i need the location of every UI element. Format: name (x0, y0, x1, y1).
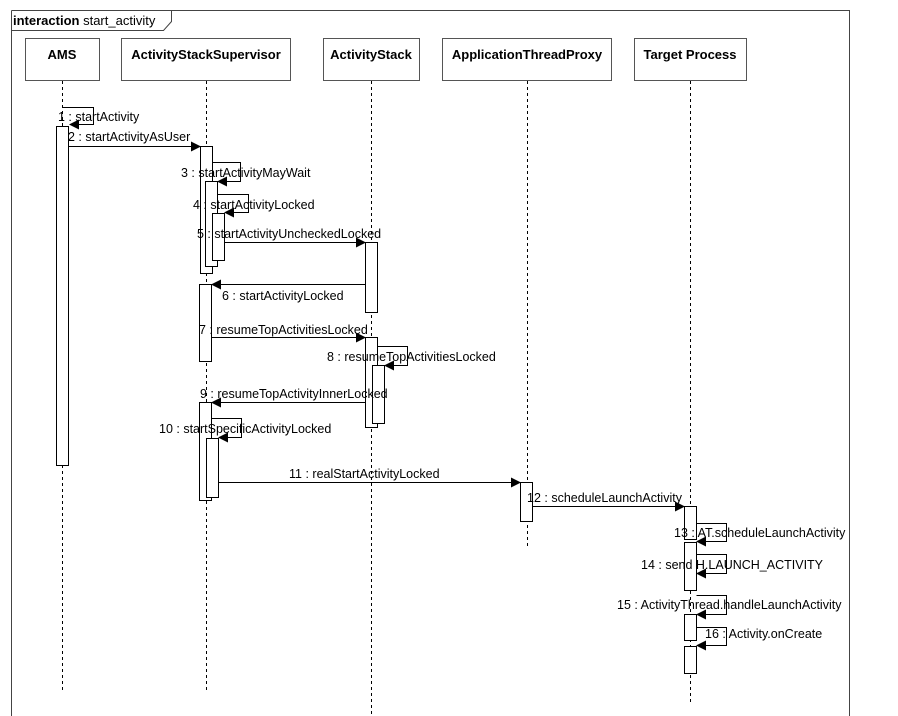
message-arrow-4 (217, 194, 249, 218)
participant-label: ApplicationThreadProxy (452, 47, 603, 62)
message-label-16: 16 : Activity.onCreate (705, 627, 822, 641)
message-arrow-13 (696, 523, 727, 547)
message-label-11: 11 : realStartActivityLocked (289, 467, 440, 481)
message-label-6: 6 : startActivityLocked (222, 289, 344, 303)
message-label-13: 13 : AT.scheduleLaunchActivity (674, 526, 846, 540)
participant-application-thread-proxy[interactable]: ApplicationThreadProxy (442, 38, 612, 81)
message-arrow-1 (62, 107, 94, 130)
participant-label: ActivityStackSupervisor (131, 47, 281, 62)
activation-bar (199, 284, 212, 362)
message-arrow-15 (696, 595, 727, 620)
participant-activity-stack-supervisor[interactable]: ActivityStackSupervisor (121, 38, 291, 81)
activation-bar (212, 213, 225, 261)
frame-name: start_activity (83, 13, 156, 28)
participant-label: AMS (48, 47, 77, 62)
interaction-frame: interaction start_activity (11, 10, 850, 716)
participant-target-process[interactable]: Target Process (634, 38, 747, 81)
activation-bar (56, 126, 69, 466)
message-label-14: 14 : send H.LAUNCH_ACTIVITY (641, 558, 824, 572)
message-label-1: 1 : startActivity (58, 110, 140, 124)
participant-activity-stack[interactable]: ActivityStack (323, 38, 420, 81)
frame-keyword: interaction (13, 13, 80, 28)
message-arrow-3 (212, 162, 241, 187)
activation-bar (684, 542, 697, 591)
message-label-3: 3 : startActivityMayWait (181, 166, 311, 180)
message-arrow-10 (211, 418, 242, 443)
message-label-4: 4 : startActivityLocked (193, 198, 315, 212)
activation-bar (372, 365, 385, 424)
participant-label: Target Process (644, 47, 737, 62)
message-label-8: 8 : resumeTopActivitiesLocked (327, 350, 496, 364)
message-arrow-8 (377, 346, 408, 371)
message-arrow-16 (696, 627, 727, 651)
activation-bar (684, 646, 697, 674)
frame-title: interaction start_activity (13, 13, 156, 28)
message-label-15: 15 : ActivityThread.handleLaunchActivity (617, 598, 842, 612)
activation-bar (684, 614, 697, 641)
activation-bar (206, 438, 219, 498)
participant-ams[interactable]: AMS (25, 38, 100, 81)
activation-bar (365, 242, 378, 313)
message-label-10: 10 : startSpecificActivityLocked (159, 422, 331, 436)
message-label-9: 9 : resumeTopActivityInnerLocked (200, 387, 388, 401)
activation-bar (520, 482, 533, 522)
message-label-2: 2 : startActivityAsUser (68, 130, 190, 144)
message-label-5: 5 : startActivityUncheckedLocked (197, 227, 381, 241)
message-label-7: 7 : resumeTopActivitiesLocked (199, 323, 368, 337)
participant-label: ActivityStack (330, 47, 412, 62)
message-label-12: 12 : scheduleLaunchActivity (527, 491, 683, 505)
message-arrow-14 (696, 554, 727, 579)
